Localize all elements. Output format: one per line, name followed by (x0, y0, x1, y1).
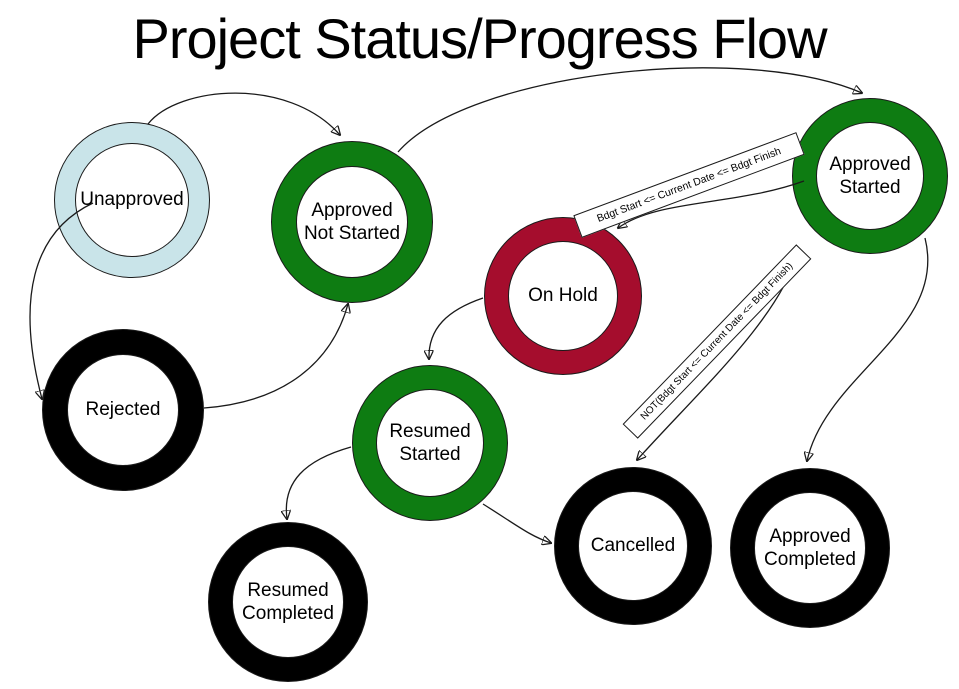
edge-unapproved-to-approved-not-started (147, 92, 340, 135)
node-cancelled-inner: Cancelled (578, 491, 688, 601)
node-approved-started-inner: Approved Started (815, 121, 925, 231)
node-on-hold-inner: On Hold (508, 241, 618, 351)
node-approved-completed: Approved Completed (730, 468, 890, 628)
node-label: Resumed Completed (242, 579, 334, 624)
node-resumed-completed-inner: Resumed Completed (232, 546, 344, 658)
node-approved-not-started-inner: Approved Not Started (295, 165, 409, 279)
node-label: Cancelled (590, 535, 676, 557)
node-resumed-started: Resumed Started (352, 365, 508, 521)
node-rejected-inner: Rejected (66, 353, 180, 467)
node-label: On Hold (528, 285, 598, 307)
edge-label-budget-in-range: Bdgt Start <= Current Date <= Bdgt Finis… (573, 132, 805, 238)
edge-on-hold-to-resumed-started (429, 297, 484, 359)
edge-label-budget-out-of-range: NOT(Bdgt Start <= Current Date <= Bdgt F… (622, 244, 812, 439)
node-unapproved: Unapproved (54, 122, 210, 278)
node-label: Approved Started (829, 153, 911, 198)
edge-rejected-to-approved-not-started (203, 304, 348, 409)
diagram-title: Project Status/Progress Flow (132, 7, 827, 70)
edge-resumed-started-to-resumed-completed (286, 446, 352, 519)
node-approved-started: Approved Started (792, 98, 948, 254)
node-resumed-completed: Resumed Completed (208, 522, 368, 682)
node-label: Approved Completed (764, 525, 856, 570)
node-unapproved-inner: Unapproved (75, 143, 189, 257)
node-cancelled: Cancelled (554, 467, 712, 625)
node-approved-not-started: Approved Not Started (271, 141, 433, 303)
node-rejected: Rejected (42, 329, 204, 491)
node-label: Resumed Started (389, 420, 471, 465)
node-label: Approved Not Started (303, 199, 401, 244)
node-label: Rejected (85, 399, 161, 421)
node-resumed-started-inner: Resumed Started (375, 388, 485, 498)
edge-approved-started-to-approved-completed (807, 237, 929, 461)
node-label: Unapproved (80, 189, 184, 211)
edge-resumed-started-to-cancelled (482, 503, 551, 543)
node-on-hold: On Hold (484, 217, 642, 375)
node-approved-completed-inner: Approved Completed (754, 492, 866, 604)
